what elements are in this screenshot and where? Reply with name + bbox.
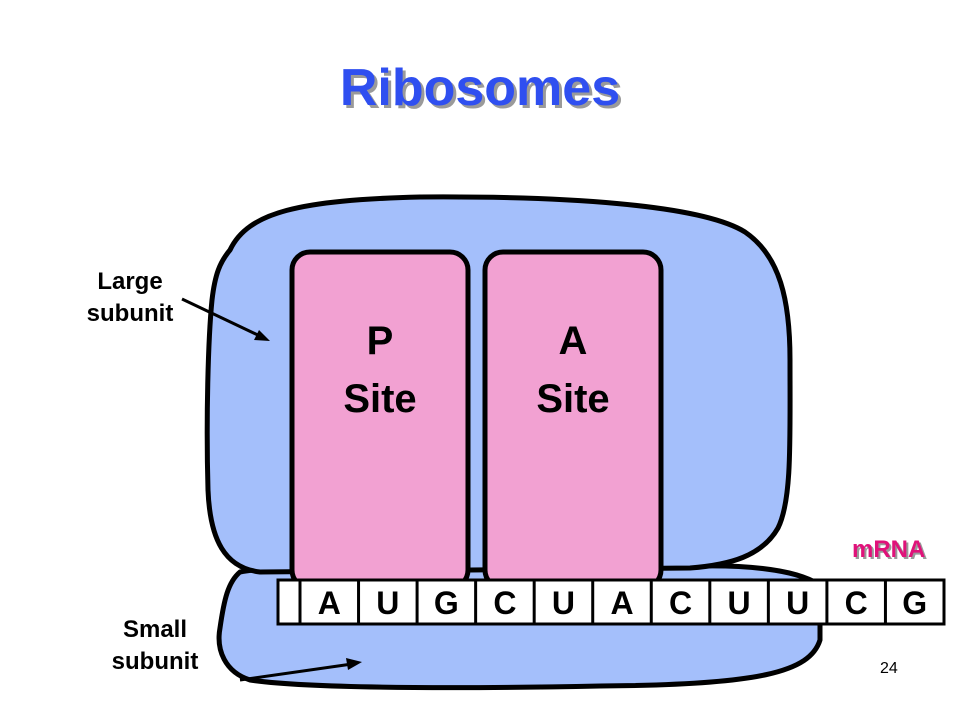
mrna-base-g: G	[902, 585, 927, 621]
large-subunit-arrow	[181, 297, 270, 341]
mrna-base-u: U	[552, 585, 575, 621]
large-subunit-label-line1: Large	[97, 268, 163, 295]
small-subunit-label: Small subunit	[90, 614, 220, 678]
small-subunit-label-line1: Small	[122, 616, 188, 643]
page-number: 24	[880, 660, 898, 677]
p-site-word: Site	[343, 377, 416, 421]
mrna-base-a: A	[610, 585, 633, 621]
large-subunit-label: Large subunit	[70, 266, 190, 330]
small-subunit-label-line2: subunit	[111, 648, 199, 675]
mrna-base-c: C	[669, 585, 692, 621]
mrna-base-c: C	[493, 585, 516, 621]
mrna-base-u: U	[376, 585, 399, 621]
large-subunit-label-line2: subunit	[86, 300, 174, 327]
mrna-base-g: G	[434, 585, 459, 621]
mrna-base-u: U	[728, 585, 751, 621]
mrna-strand-outline	[276, 578, 946, 626]
mrna-base-a: A	[318, 585, 341, 621]
small-subunit-arrow	[239, 658, 362, 682]
slide-title: Ribosomes	[339, 59, 621, 117]
mrna-base-c: C	[845, 585, 868, 621]
mrna-label: mRNA	[852, 536, 926, 563]
a-site-letter: A	[559, 319, 588, 363]
a-site-word: Site	[536, 377, 609, 421]
p-site-letter: P	[367, 319, 394, 363]
mrna-base-u: U	[786, 585, 809, 621]
